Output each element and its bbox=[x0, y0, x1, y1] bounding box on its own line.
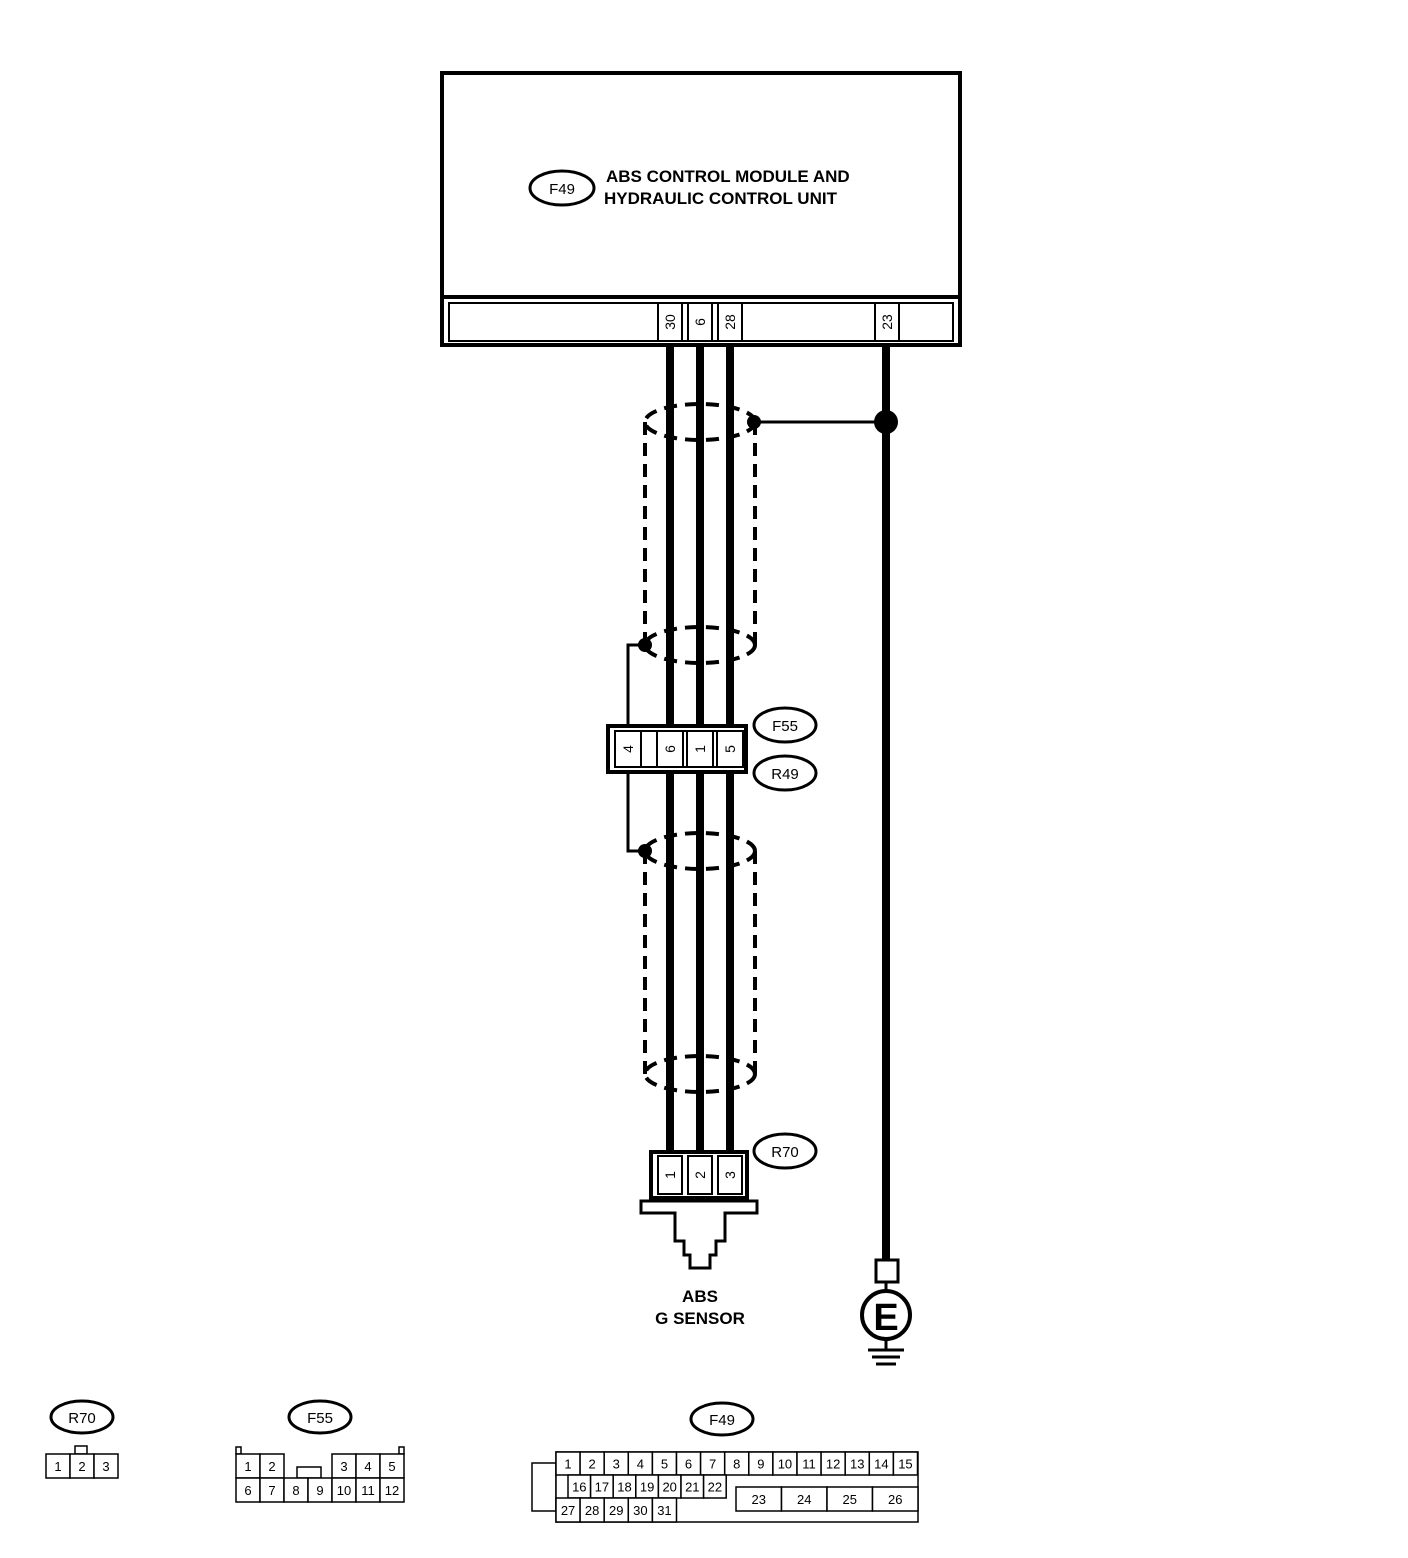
f49-view-pin: 11 bbox=[802, 1457, 816, 1472]
connector-view-r70: R70 1 2 3 bbox=[45, 1399, 119, 1479]
f49-view-pin: 17 bbox=[595, 1480, 609, 1495]
ground-letter: E bbox=[873, 1297, 898, 1339]
f55-view-pin: 2 bbox=[268, 1459, 275, 1474]
joint-connector: 4 6 1 5 F55 R49 bbox=[606, 706, 818, 792]
joint-pin-label: 4 bbox=[620, 745, 636, 753]
f49-view-pin: 24 bbox=[797, 1492, 811, 1507]
f49-view-pin: 2 bbox=[589, 1457, 596, 1472]
f49-view-pin: 4 bbox=[637, 1457, 644, 1472]
sensor-pin-label: 3 bbox=[722, 1171, 738, 1179]
f49-view-pin: 31 bbox=[657, 1503, 671, 1518]
sensor-connector-id: R70 bbox=[771, 1144, 799, 1161]
f49-view-pin-cell bbox=[780, 1486, 828, 1512]
sensor-pin-label: 1 bbox=[662, 1171, 678, 1179]
connector-view-id: F49 bbox=[709, 1412, 735, 1429]
f55-view-pin: 8 bbox=[292, 1483, 299, 1498]
f55-view-pin: 12 bbox=[385, 1483, 399, 1498]
f49-view-pin-cell bbox=[892, 1451, 919, 1476]
sensor-label-line1: ABS bbox=[682, 1287, 718, 1306]
f49-view-pin: 21 bbox=[685, 1480, 699, 1495]
f49-view-pin: 10 bbox=[778, 1457, 792, 1472]
f49-view-pin: 20 bbox=[662, 1480, 676, 1495]
module-pin-label: 23 bbox=[879, 314, 895, 330]
joint-upper-tag bbox=[752, 706, 818, 744]
f49-view-pin: 5 bbox=[661, 1457, 668, 1472]
f49-view-pin: 16 bbox=[572, 1480, 586, 1495]
joint-upper-id: F55 bbox=[772, 718, 798, 735]
connector-view-id: F55 bbox=[307, 1410, 333, 1427]
f49-view-pin: 22 bbox=[708, 1480, 722, 1495]
f55-view-pin: 11 bbox=[361, 1483, 375, 1498]
f55-view-pin: 6 bbox=[244, 1483, 251, 1498]
f49-view-pin: 13 bbox=[850, 1457, 864, 1472]
abs-g-sensor: 1 2 3 R70 ABS G SENSOR bbox=[639, 1132, 818, 1328]
shield-upper bbox=[643, 402, 757, 665]
f49-view-pin-cell bbox=[826, 1486, 874, 1512]
f49-view-pin: 29 bbox=[609, 1503, 623, 1518]
f55-view-pin: 10 bbox=[337, 1483, 351, 1498]
f55-view-pin: 1 bbox=[244, 1459, 251, 1474]
sensor-pin-label: 2 bbox=[692, 1171, 708, 1179]
f55-view-pin: 5 bbox=[388, 1459, 395, 1474]
f49-view-pin-cell bbox=[735, 1486, 783, 1512]
f49-view-pin-cell bbox=[702, 1474, 727, 1499]
f49-view-pin-cell bbox=[871, 1486, 919, 1512]
f49-view-pin: 7 bbox=[709, 1457, 716, 1472]
ground-wire bbox=[747, 345, 898, 1260]
joint-pin-label: 6 bbox=[662, 745, 678, 753]
f49-view-pin-cell bbox=[579, 1497, 605, 1523]
module-title-line2: HYDRAULIC CONTROL UNIT bbox=[604, 189, 838, 208]
f55-view-pin: 9 bbox=[316, 1483, 323, 1498]
ground-symbol: E bbox=[860, 1258, 912, 1366]
module-connector-id: F49 bbox=[549, 181, 575, 198]
module-title-line1: ABS CONTROL MODULE AND bbox=[606, 167, 850, 186]
joint-lower-tag bbox=[752, 754, 818, 792]
sensor-connector-tag bbox=[752, 1132, 818, 1170]
f49-view-pin: 15 bbox=[898, 1457, 912, 1472]
f49-view-pin: 30 bbox=[633, 1503, 647, 1518]
module-pin-label: 30 bbox=[662, 314, 678, 330]
r70-view-pin: 2 bbox=[78, 1459, 85, 1474]
module-pin-label: 28 bbox=[722, 314, 738, 330]
connector-view-id: R70 bbox=[68, 1410, 96, 1427]
f49-view-pin: 27 bbox=[561, 1503, 575, 1518]
r70-view-pin: 1 bbox=[54, 1459, 61, 1474]
f49-view-pin: 25 bbox=[843, 1492, 857, 1507]
f55-view-pin: 4 bbox=[364, 1459, 371, 1474]
module-connector-tag bbox=[528, 169, 596, 207]
f55-view-pin: 3 bbox=[340, 1459, 347, 1474]
f49-view-pin-cell bbox=[651, 1497, 678, 1523]
joint-pin-label: 1 bbox=[692, 745, 708, 753]
f49-view-pin: 28 bbox=[585, 1503, 599, 1518]
f49-view-pin: 12 bbox=[826, 1457, 840, 1472]
f49-view-pin: 26 bbox=[888, 1492, 902, 1507]
f49-view-pin: 6 bbox=[685, 1457, 692, 1472]
f55-view-pin: 7 bbox=[268, 1483, 275, 1498]
joint-lower-id: R49 bbox=[771, 766, 799, 783]
f49-view-pin: 3 bbox=[613, 1457, 620, 1472]
module-pin-label: 6 bbox=[692, 318, 708, 326]
f49-view-pin: 1 bbox=[564, 1457, 571, 1472]
connector-view-f55: F55 1 2 3 4 5 6 7 8 9 10 11 12 bbox=[235, 1399, 405, 1503]
joint-pin-label: 5 bbox=[722, 745, 738, 753]
f49-view-pin-cell bbox=[555, 1497, 581, 1523]
f49-view-pin: 9 bbox=[757, 1457, 764, 1472]
splice-point bbox=[874, 410, 898, 434]
module-pins: 30 6 28 23 bbox=[657, 302, 900, 342]
r70-view-pin: 3 bbox=[102, 1459, 109, 1474]
shield-drain-wire bbox=[626, 638, 652, 858]
f49-view-pin: 18 bbox=[617, 1480, 631, 1495]
f49-view-pin: 8 bbox=[733, 1457, 740, 1472]
f49-view-pin: 23 bbox=[752, 1492, 766, 1507]
f49-view-pin: 14 bbox=[874, 1457, 888, 1472]
sensor-body bbox=[639, 1199, 759, 1270]
sensor-label-line2: G SENSOR bbox=[655, 1309, 745, 1328]
shield-lower bbox=[643, 831, 757, 1094]
f49-view-pin: 19 bbox=[640, 1480, 654, 1495]
